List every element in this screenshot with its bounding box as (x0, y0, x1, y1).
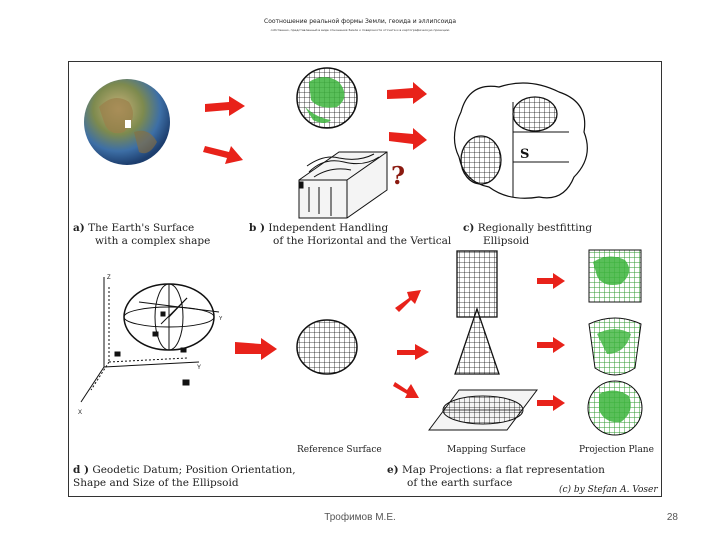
caption-d-line1: Geodetic Datum; Position Orientation, (92, 464, 296, 476)
caption-a-line2: with a complex shape (95, 235, 211, 247)
caption-e-line2: of the earth surface (407, 477, 513, 489)
label-projection-plane: Projection Plane (579, 445, 654, 455)
projection-conic (588, 317, 642, 376)
label-mapping-surface: Mapping Surface (447, 445, 526, 455)
projection-cylindrical (588, 249, 642, 303)
projection-azimuthal (587, 380, 643, 436)
s-label: S (520, 147, 529, 162)
terrain-block (298, 151, 388, 219)
figure-graphics: ? S (78, 67, 643, 436)
caption-d-letter: d ) (73, 464, 89, 476)
label-reference-surface: Reference Surface (297, 445, 382, 455)
figure-panel: ? S (68, 61, 662, 497)
caption-b: b ) Independent Handling of the Horizont… (249, 222, 451, 248)
caption-e-line1: Map Projections: a flat representation (402, 464, 605, 476)
caption-e: e) Map Projections: a flat representatio… (387, 464, 605, 490)
mapping-plane (428, 389, 538, 431)
caption-a: a) The Earth's Surface with a complex sh… (73, 222, 210, 248)
reference-ellipsoid (296, 319, 358, 375)
earth-globe (84, 79, 170, 165)
axis-y2-label: Y (219, 316, 223, 322)
copyright-credit: (c) by Stefan A. Voser (559, 485, 658, 495)
caption-c: c) Regionally bestfitting Ellipsoid (463, 222, 592, 248)
footer-author: Трофимов М.Е. (324, 512, 396, 523)
caption-c-line1: Regionally bestfitting (477, 222, 593, 234)
caption-c-line2: Ellipsoid (483, 235, 530, 247)
mapping-cone (454, 306, 500, 375)
axis-z-label: Z (107, 275, 111, 281)
arrows-top (203, 82, 427, 164)
caption-d-line2: Shape and Size of the Ellipsoid (73, 477, 239, 489)
axis-x-label: X (78, 410, 82, 416)
caption-b-letter: b ) (249, 222, 265, 234)
caption-d: d ) Geodetic Datum; Position Orientation… (73, 464, 296, 490)
caption-b-line2: of the Horizontal and the Vertical (273, 235, 452, 247)
caption-a-line1: The Earth's Surface (88, 222, 195, 234)
axis-y-label: Y (197, 365, 201, 371)
geoid-outline (453, 82, 588, 199)
caption-e-letter: e) (387, 464, 399, 476)
caption-a-letter: a) (73, 222, 85, 234)
arrows-middle (235, 273, 565, 411)
geodetic-datum-diagram (80, 277, 220, 403)
caption-c-letter: c) (463, 222, 475, 234)
slide-subtitle: собственно, представленный в виде отноше… (270, 28, 450, 32)
slide-title: Соотношение реальной формы Земли, геоида… (264, 18, 456, 25)
wireframe-globe-green (296, 67, 358, 129)
caption-b-line1: Independent Handling (268, 222, 389, 234)
question-mark: ? (391, 161, 405, 190)
page-number: 28 (666, 512, 678, 523)
